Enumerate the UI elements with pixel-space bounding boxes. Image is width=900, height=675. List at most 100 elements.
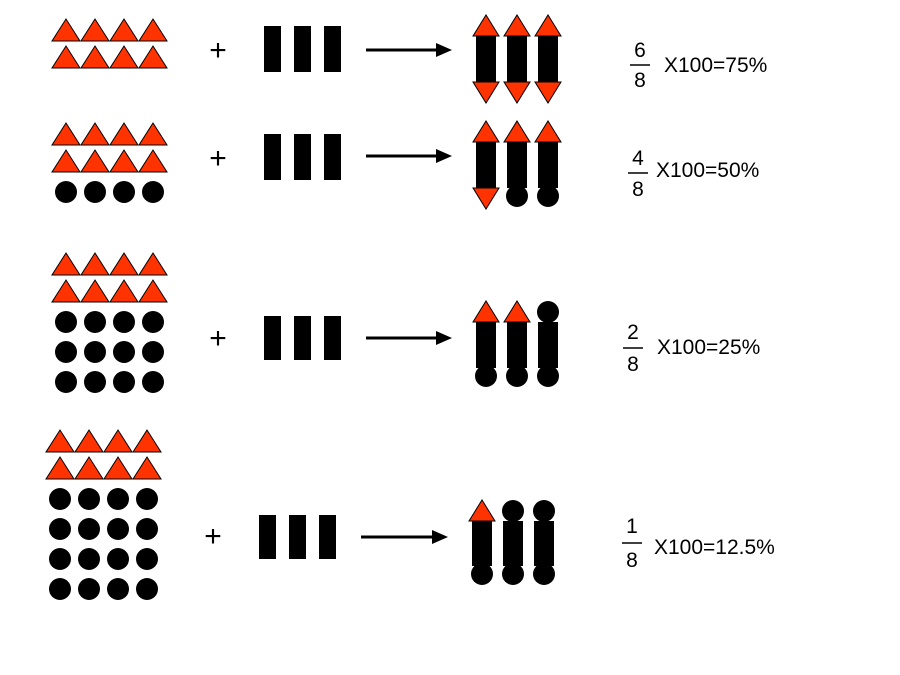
circle-mark bbox=[113, 181, 135, 203]
product-bar bbox=[507, 142, 527, 188]
top-triangle-cap bbox=[503, 120, 531, 143]
bar-mark bbox=[294, 134, 311, 180]
product-bar bbox=[476, 36, 496, 82]
bar-mark bbox=[324, 134, 341, 180]
triangle-mark bbox=[109, 18, 139, 42]
product-bar bbox=[476, 322, 496, 368]
circle-mark bbox=[84, 311, 106, 333]
bottom-circle-cap bbox=[475, 365, 497, 387]
circle-mark bbox=[55, 181, 77, 203]
bottom-triangle-cap bbox=[503, 81, 531, 104]
percentage-formula: 2 8 X100=25% bbox=[623, 321, 760, 376]
bottom-triangle-cap bbox=[472, 81, 500, 104]
triangle-mark bbox=[132, 429, 162, 453]
top-triangle-cap bbox=[503, 14, 531, 37]
circle-mark bbox=[78, 578, 100, 600]
triangle-mark bbox=[138, 252, 168, 276]
product-bar bbox=[538, 322, 558, 368]
bottom-circle-cap bbox=[506, 365, 528, 387]
product-group bbox=[472, 14, 562, 104]
fraction-denominator: 8 bbox=[627, 353, 639, 376]
circle-mark bbox=[107, 518, 129, 540]
bar-mark bbox=[294, 316, 311, 360]
bottom-circle-cap bbox=[502, 563, 524, 585]
bar-group bbox=[264, 316, 341, 360]
equation-row-3: +2 8 X100=25% bbox=[51, 252, 760, 393]
circle-mark bbox=[84, 341, 106, 363]
bottom-circle-cap bbox=[533, 563, 555, 585]
circle-mark bbox=[78, 488, 100, 510]
product-bar bbox=[472, 521, 492, 566]
product-group bbox=[472, 300, 559, 387]
triangle-mark bbox=[80, 279, 110, 303]
circle-mark bbox=[107, 578, 129, 600]
arrowhead bbox=[436, 331, 452, 345]
plus-sign: + bbox=[209, 142, 227, 175]
product-bar bbox=[503, 521, 523, 566]
percentage-expression: X100=25% bbox=[657, 336, 760, 359]
top-triangle-cap bbox=[472, 120, 500, 143]
fraction-numerator: 4 bbox=[632, 147, 644, 170]
reactant-group bbox=[51, 18, 168, 69]
product-bar bbox=[534, 521, 554, 566]
circle-mark bbox=[49, 578, 71, 600]
equation-row-1: +6 8 X100=75% bbox=[51, 14, 767, 104]
plus-sign: + bbox=[209, 34, 227, 67]
plus-sign: + bbox=[209, 322, 227, 355]
top-triangle-cap bbox=[534, 120, 562, 143]
triangle-mark bbox=[80, 149, 110, 173]
product-bar bbox=[476, 142, 496, 188]
triangle-mark bbox=[51, 279, 81, 303]
triangle-mark bbox=[103, 429, 133, 453]
circle-mark bbox=[49, 548, 71, 570]
top-circle-cap bbox=[537, 301, 559, 323]
top-circle-cap bbox=[502, 500, 524, 522]
circle-mark bbox=[78, 518, 100, 540]
reaction-arrow bbox=[366, 43, 452, 57]
triangle-mark bbox=[109, 149, 139, 173]
triangle-mark bbox=[132, 456, 162, 480]
fraction-numerator: 2 bbox=[627, 321, 639, 344]
triangle-mark bbox=[51, 45, 81, 69]
top-triangle-cap bbox=[472, 300, 500, 323]
triangle-mark bbox=[51, 122, 81, 146]
triangle-mark bbox=[51, 149, 81, 173]
fraction-denominator: 8 bbox=[626, 549, 638, 572]
circle-mark bbox=[136, 578, 158, 600]
top-triangle-cap bbox=[534, 14, 562, 37]
triangle-mark bbox=[109, 45, 139, 69]
bottom-circle-cap bbox=[537, 365, 559, 387]
triangle-mark bbox=[138, 45, 168, 69]
circle-mark bbox=[55, 371, 77, 393]
triangle-mark bbox=[45, 429, 75, 453]
triangle-mark bbox=[109, 279, 139, 303]
triangle-mark bbox=[138, 149, 168, 173]
bottom-triangle-cap bbox=[534, 81, 562, 104]
circle-mark bbox=[49, 488, 71, 510]
bottom-triangle-cap bbox=[472, 187, 500, 210]
percentage-expression: X100=12.5% bbox=[654, 536, 775, 559]
bar-mark bbox=[264, 26, 281, 72]
arrowhead bbox=[436, 43, 452, 57]
reactant-group bbox=[51, 122, 168, 203]
top-triangle-cap bbox=[472, 14, 500, 37]
triangle-mark bbox=[80, 122, 110, 146]
fraction-numerator: 6 bbox=[634, 39, 646, 62]
arrowhead bbox=[436, 149, 452, 163]
reactant-group bbox=[51, 252, 168, 393]
percentage-expression: X100=75% bbox=[664, 54, 767, 77]
circle-mark bbox=[113, 311, 135, 333]
circle-mark bbox=[55, 341, 77, 363]
reactant-group bbox=[45, 429, 162, 600]
product-group bbox=[468, 499, 555, 585]
fraction-denominator: 8 bbox=[634, 69, 646, 92]
triangle-mark bbox=[80, 45, 110, 69]
circle-mark bbox=[113, 341, 135, 363]
triangle-mark bbox=[74, 456, 104, 480]
top-circle-cap bbox=[533, 500, 555, 522]
reaction-arrow bbox=[366, 149, 452, 163]
